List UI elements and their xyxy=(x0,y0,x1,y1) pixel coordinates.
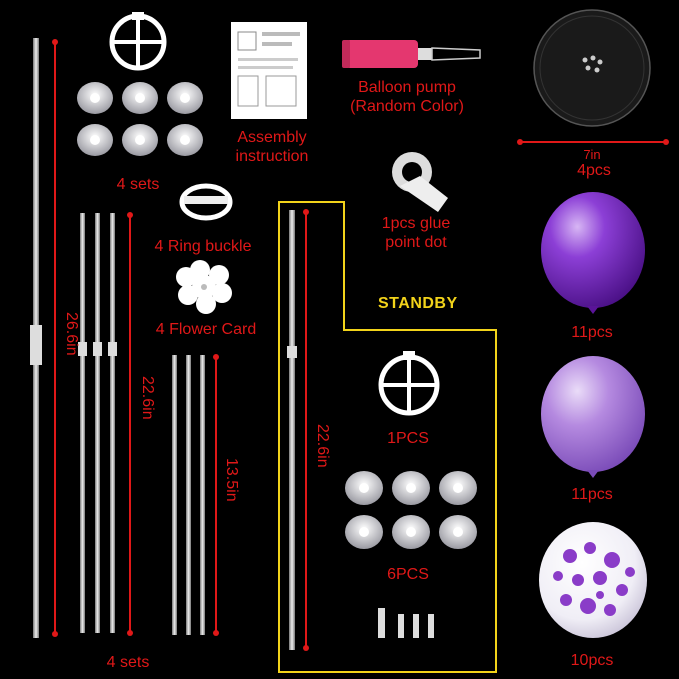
pole-mid-dimension: 22.6in xyxy=(139,376,156,420)
confetti-balloon-icon xyxy=(539,522,647,638)
standby-holder-ring-icon xyxy=(378,351,440,416)
connector-icon xyxy=(378,608,434,638)
instruction-sheet-icon xyxy=(231,22,307,119)
balloon-pump-icon xyxy=(342,40,481,68)
ring-buckle-label: 4 Ring buckle xyxy=(154,238,252,255)
one-pcs-label: 1PCS xyxy=(387,430,429,447)
balloon-cup-group-standby xyxy=(345,471,477,549)
base-size-label: 7in xyxy=(583,147,601,162)
balloon-light-qty-label: 11pcs xyxy=(571,486,613,503)
sets-bottom-label: 4 sets xyxy=(106,654,150,671)
base-plate-icon xyxy=(517,9,669,145)
flower-card-icon xyxy=(176,260,232,314)
glue-dot-roll-icon xyxy=(392,152,448,212)
pole-long-dimension: 26.6in xyxy=(63,312,80,356)
balloon-cup-group-top xyxy=(77,82,203,156)
sets-top-label: 4 sets xyxy=(116,176,160,193)
pole-short-dimension: 13.5in xyxy=(223,458,240,502)
balloon-dark-qty-label: 11pcs xyxy=(571,324,613,341)
base-qty-label: 4pcs xyxy=(577,162,611,179)
balloon-holder-ring-icon xyxy=(109,12,167,71)
standby-outline xyxy=(278,201,497,673)
ring-buckle-icon xyxy=(179,183,233,221)
balloon-confetti-qty-label: 10pcs xyxy=(570,652,614,669)
pole-short-group xyxy=(172,354,219,636)
pole-standby-icon xyxy=(287,209,309,651)
pole-standby-dimension: 22.6in xyxy=(314,424,331,468)
flower-card-label: 4 Flower Card xyxy=(155,321,257,338)
pole-mid-group xyxy=(78,212,133,636)
purple-balloon-icon xyxy=(541,192,645,314)
assembly-label: Assembly instruction xyxy=(235,129,309,165)
lavender-balloon-icon xyxy=(541,356,645,478)
pole-long-icon xyxy=(30,38,58,638)
six-pcs-label: 6PCS xyxy=(387,566,429,583)
glue-label: 1pcs glue point dot xyxy=(381,215,451,251)
standby-label: STANDBY xyxy=(378,295,458,312)
pump-label: Balloon pump (Random Color) xyxy=(350,79,464,115)
